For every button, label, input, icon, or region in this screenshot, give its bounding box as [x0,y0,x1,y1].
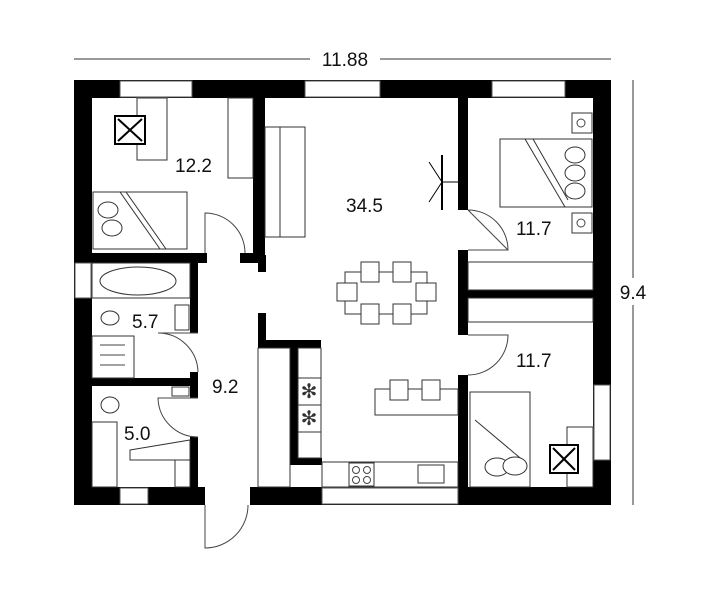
toilet-icon [100,310,120,326]
bedroom-1-furniture [92,97,254,250]
entrance-door [204,504,249,549]
kitchen-counters: ✻ ✻ [257,347,459,488]
room-area-bedroom-3: 11.7 [516,351,552,372]
height-dimension-label: 9.4 [620,283,647,304]
room-area-bedroom-2: 11.7 [516,219,552,240]
doors [157,209,509,549]
window [593,384,611,461]
dining-table [336,261,437,325]
window [119,80,193,98]
room-area-bathroom: 5.7 [132,312,158,333]
tv-icon [428,155,458,210]
window [321,487,459,505]
room-area-wc: 5.0 [124,424,150,445]
door-bedroom-2 [467,209,509,251]
bedroom-2-furniture [467,112,594,291]
window [491,80,566,98]
bathtub-icon [99,266,177,296]
sink-icon [417,464,445,484]
nightstand-icon [571,212,593,234]
stove-icon [348,462,375,487]
room-area-hall: 9.2 [212,377,238,398]
kitchen-island [374,379,459,416]
svg-text:✻: ✻ [301,381,318,403]
door-bedroom-1 [204,212,246,254]
height-dimension: 9.4 [620,80,647,505]
width-dimension-label: 11.88 [322,50,368,71]
window [74,262,92,299]
sink-icon [171,386,190,397]
svg-text:✻: ✻ [301,408,318,430]
door-bathroom [157,332,199,373]
door-bedroom-3 [467,334,509,376]
width-dimension: 11.88 [74,50,611,71]
room-area-living-kitchen: 34.5 [346,196,383,217]
door-wc [157,397,199,438]
toilet-icon [100,396,120,414]
shower-icon [91,335,135,379]
boiler-icon [174,459,191,488]
wc-fixtures [91,386,191,488]
window [304,80,381,98]
bedroom-3-furniture [467,297,594,488]
bathroom-fixtures [91,262,191,379]
room-area-bedroom-1: 12.2 [175,156,212,177]
windows [74,80,611,505]
sofa-icon [264,126,306,238]
freezer-icon [297,404,322,433]
sink-icon [174,304,190,331]
nightstand-icon [571,112,593,134]
window [119,487,149,505]
